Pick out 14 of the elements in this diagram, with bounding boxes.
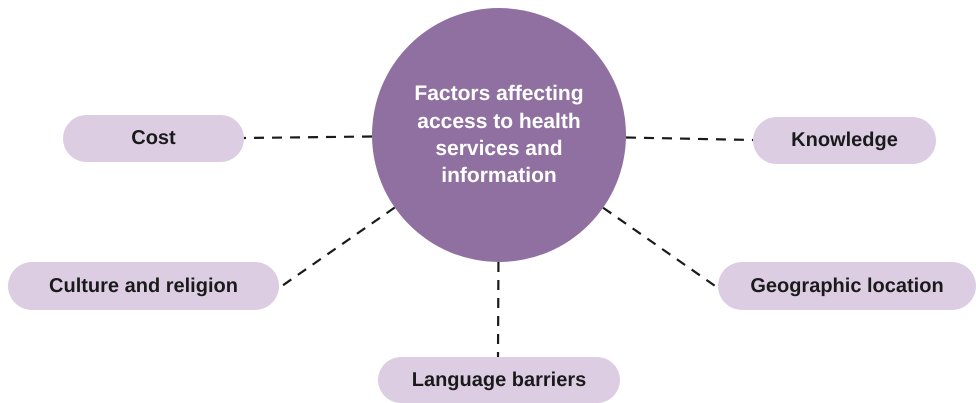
factor-label: Geographic location	[750, 274, 944, 298]
factor-pill	[718, 262, 976, 310]
factor-label: Language barriers	[412, 368, 586, 392]
dashed-connector	[496, 262, 500, 357]
factor-label: Culture and religion	[49, 274, 238, 298]
factor-pill	[63, 115, 244, 162]
dashed-connector	[626, 136, 754, 142]
factor-label: Cost	[131, 127, 176, 150]
factor-pill	[8, 262, 279, 310]
factor-pill	[378, 357, 620, 403]
factor-pill	[753, 117, 936, 164]
factor-label: Knowledge	[791, 129, 898, 152]
central-topic-text: Factors affecting access to health services and information	[413, 81, 585, 190]
dashed-connector	[244, 135, 372, 140]
